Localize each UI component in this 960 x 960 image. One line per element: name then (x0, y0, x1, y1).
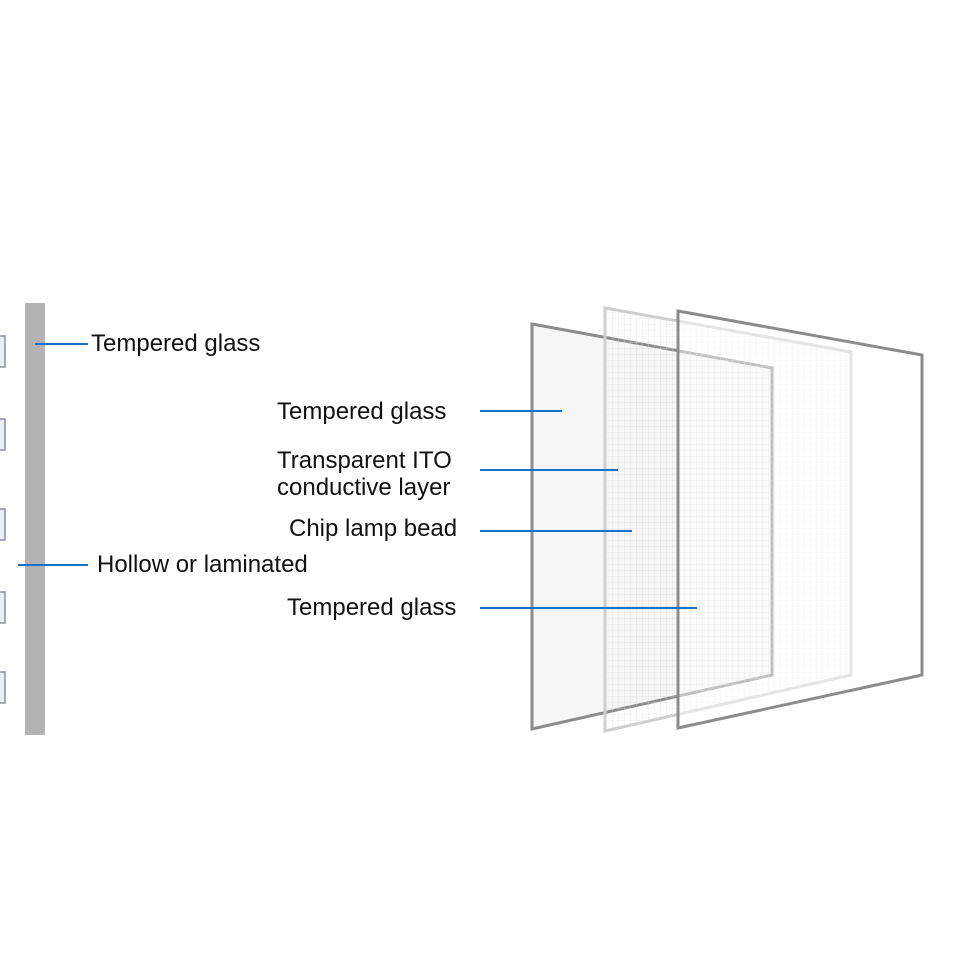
side-chip-icon (0, 508, 6, 541)
label-layer-ito: Transparent ITO conductive layer (277, 447, 452, 501)
side-chip-icon (0, 418, 6, 451)
exploded-view (480, 306, 924, 733)
pane-back-tempered-glass (676, 309, 924, 730)
side-chips (0, 335, 6, 704)
side-glass-bar (25, 303, 45, 735)
side-chip-icon (0, 591, 6, 624)
label-hollow-or-laminated: Hollow or laminated (97, 551, 308, 578)
side-chip-icon (0, 335, 6, 368)
label-layer-tempered-glass-front: Tempered glass (277, 398, 447, 425)
label-layer-chip-lamp-bead: Chip lamp bead (289, 515, 458, 542)
side-chip-icon (0, 671, 6, 704)
side-view (0, 303, 88, 735)
pane-chip-layer (624, 336, 772, 705)
label-layer-tempered-glass-back: Tempered glass (287, 594, 457, 621)
label-side-tempered-glass: Tempered glass (91, 330, 261, 357)
